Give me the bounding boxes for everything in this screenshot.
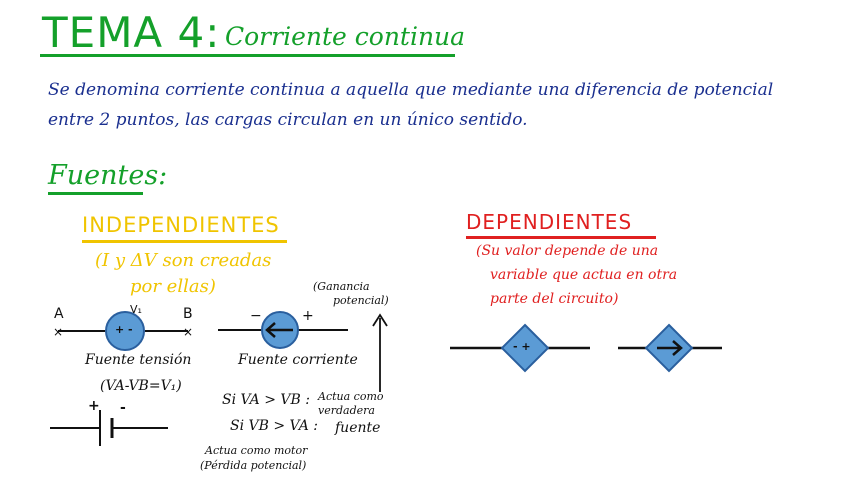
case2-condition: Si VB > VA : <box>230 418 318 434</box>
dependientes-underline <box>466 236 656 239</box>
svg-text:×: × <box>53 325 63 339</box>
section-heading-fuentes: Fuentes: <box>48 160 168 191</box>
page-subtitle: Corriente continua <box>225 22 466 51</box>
dependientes-note-3: parte del circuito) <box>490 291 619 307</box>
dependent-voltage-source-symbol <box>450 323 590 373</box>
node-a-label: A <box>54 306 64 322</box>
current-source-minus: − <box>250 308 262 324</box>
v1-label: V₁ <box>130 303 142 316</box>
intro-line-2: entre 2 puntos, las cargas circulan en u… <box>48 110 528 130</box>
voltage-source-equation: (VA-VB=V₁) <box>100 378 182 394</box>
battery-minus: - <box>120 400 126 416</box>
dependientes-note-1: (Su valor depende de una <box>476 243 659 259</box>
fuentes-underline <box>48 192 143 195</box>
battery-symbol <box>50 410 168 446</box>
heading-independientes: INDEPENDIENTES <box>82 213 280 237</box>
page-title: TEMA 4: <box>42 8 221 57</box>
battery-plus: + <box>88 398 100 414</box>
dependent-current-source-symbol <box>618 323 722 373</box>
title-underline <box>40 54 455 57</box>
case1-condition: Si VA > VB : <box>222 392 310 408</box>
current-source-symbol <box>218 311 348 349</box>
heading-dependientes: DEPENDIENTES <box>466 210 633 234</box>
motor-note-2: (Pérdida potencial) <box>200 459 307 472</box>
independientes-underline <box>82 240 287 243</box>
current-source-label: Fuente corriente <box>238 352 358 368</box>
current-source-plus: + <box>302 308 314 324</box>
independientes-note-1: (I y ΔV son creadas <box>95 250 272 271</box>
case1-result-2: verdadera <box>318 404 375 417</box>
voltage-source-symbol: × × <box>53 311 193 351</box>
dependientes-note-2: variable que actua en otra <box>490 267 678 283</box>
gain-note-1: (Ganancia <box>313 280 370 293</box>
gain-arrow <box>372 313 388 392</box>
dependent-voltage-polarity: - + <box>513 340 531 353</box>
node-b-label: B <box>183 306 193 322</box>
case1-result-1: Actua como <box>318 390 384 403</box>
independientes-note-2: por ellas) <box>130 276 216 297</box>
gain-note-2: potencial) <box>333 294 389 307</box>
svg-text:×: × <box>183 325 193 339</box>
intro-line-1: Se denomina corriente continua a aquella… <box>48 80 774 100</box>
voltage-source-label: Fuente tensión <box>85 352 192 368</box>
motor-note-1: Actua como motor <box>205 444 308 457</box>
case2-result: fuente <box>335 420 381 436</box>
voltage-source-polarity: + - <box>115 323 133 336</box>
